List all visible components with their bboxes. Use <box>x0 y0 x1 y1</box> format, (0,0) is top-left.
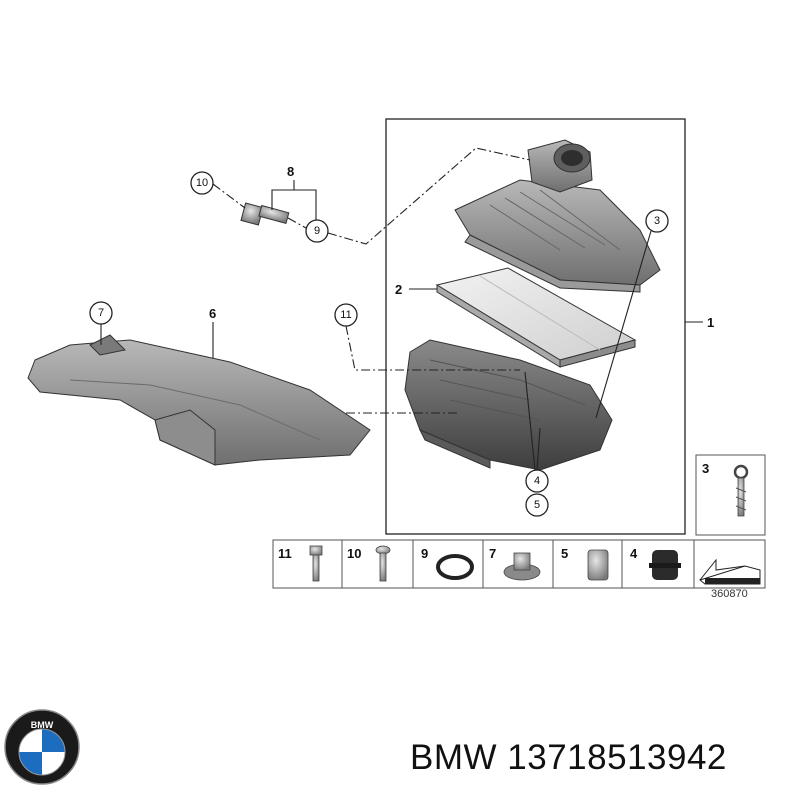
legend-strip: 11 10 9 7 5 4 <box>272 539 766 589</box>
rubber-mount-icon <box>649 550 681 580</box>
legend-number-5: 5 <box>561 546 568 561</box>
legend-number-10: 10 <box>347 546 361 561</box>
svg-text:11: 11 <box>340 309 351 321</box>
legend-number-11: 11 <box>278 546 292 561</box>
leader-line-3 <box>595 230 652 419</box>
sensor-screw-group <box>240 202 290 226</box>
leader-line-4 <box>524 371 541 471</box>
svg-text:7: 7 <box>98 307 104 319</box>
grommet-nut-icon <box>503 552 541 581</box>
air-filter-housing <box>404 339 613 471</box>
air-filter-lid <box>454 139 661 293</box>
callout-8: 8 <box>287 164 294 179</box>
legend-number-9: 9 <box>421 546 428 561</box>
leader-line-9 <box>287 147 531 245</box>
brand-name: BMW <box>410 738 498 777</box>
callout-1: 1 <box>707 315 714 330</box>
assembly-frame <box>385 118 686 535</box>
svg-text:9: 9 <box>314 225 320 237</box>
legend-side-number: 3 <box>702 461 709 476</box>
bmw-logo: BMW <box>4 709 80 785</box>
screw-icon <box>375 545 391 582</box>
callout-10: 10 <box>190 171 214 195</box>
part-number: 13718513942 <box>507 738 727 777</box>
callout-3: 3 <box>645 209 669 233</box>
leader-line-8 <box>271 180 317 220</box>
svg-text:10: 10 <box>196 177 208 189</box>
brand-caption: BMW 13718513942 <box>410 738 727 778</box>
legend-number-7: 7 <box>489 546 496 561</box>
diagram-number: 360870 <box>711 588 748 600</box>
expanding-rivet-icon <box>733 464 749 517</box>
callout-6: 6 <box>209 306 216 321</box>
leader-line-11 <box>345 325 520 414</box>
callout-5: 5 <box>525 493 549 517</box>
bmw-logo-lettering: BMW <box>31 720 54 730</box>
svg-text:5: 5 <box>534 499 540 511</box>
callout-11: 11 <box>334 303 358 327</box>
leader-line-10 <box>212 183 246 209</box>
arrow-icon <box>698 558 761 585</box>
callout-9: 9 <box>305 219 329 243</box>
callout-7: 7 <box>89 301 113 325</box>
sleeve-icon <box>587 549 609 581</box>
callout-2: 2 <box>395 282 402 297</box>
svg-text:4: 4 <box>534 475 540 487</box>
svg-text:3: 3 <box>654 215 660 227</box>
callout-4: 4 <box>525 469 549 493</box>
intake-duct <box>27 334 371 466</box>
legend-side-box: 3 <box>695 454 766 536</box>
o-ring-icon <box>436 554 474 580</box>
legend-number-4: 4 <box>630 546 638 561</box>
bolt-icon <box>309 545 323 582</box>
air-filter-element <box>435 267 637 368</box>
